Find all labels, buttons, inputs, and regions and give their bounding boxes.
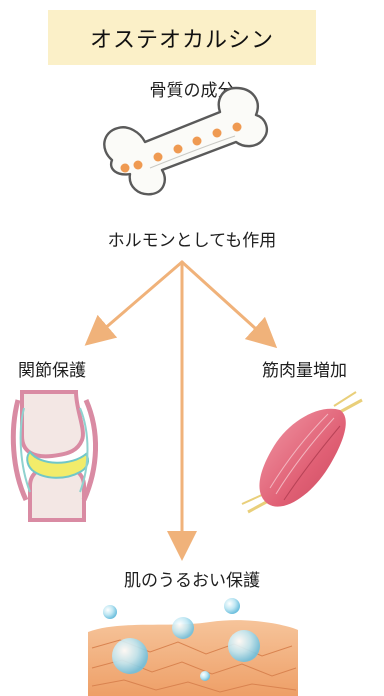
muscle-icon [242,392,362,512]
skin-moisture-icon [88,598,298,696]
bone-icon [104,88,267,194]
arrows [96,262,266,546]
joint-icon [13,392,95,520]
arrow-to-joint [96,262,182,336]
arrow-to-muscle [182,262,266,338]
